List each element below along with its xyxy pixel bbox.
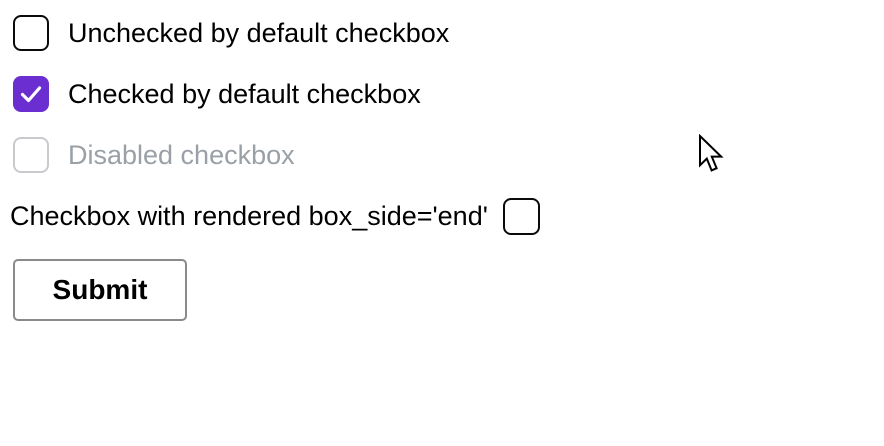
checkbox-checked[interactable] (13, 76, 49, 112)
checkbox-label: Unchecked by default checkbox (68, 18, 450, 48)
checkbox-row-checked[interactable]: Checked by default checkbox (13, 76, 421, 112)
checkbox-end[interactable] (502, 197, 540, 235)
checkbox-row-box-side-end[interactable]: Checkbox with rendered box_side='end' (10, 197, 540, 235)
check-icon (20, 86, 42, 103)
checkbox-row-unchecked[interactable]: Unchecked by default checkbox (13, 15, 449, 51)
checkbox-label: Disabled checkbox (68, 140, 295, 170)
checkbox-label: Checked by default checkbox (68, 79, 421, 109)
checkbox-form: Unchecked by default checkbox Checked by… (10, 15, 540, 321)
checkbox-row-disabled: Disabled checkbox (13, 137, 295, 173)
checkbox-unchecked[interactable] (13, 15, 49, 51)
checkbox-disabled (13, 137, 49, 173)
checkbox-label: Checkbox with rendered box_side='end' (10, 201, 488, 231)
submit-button[interactable]: Submit (13, 259, 187, 321)
